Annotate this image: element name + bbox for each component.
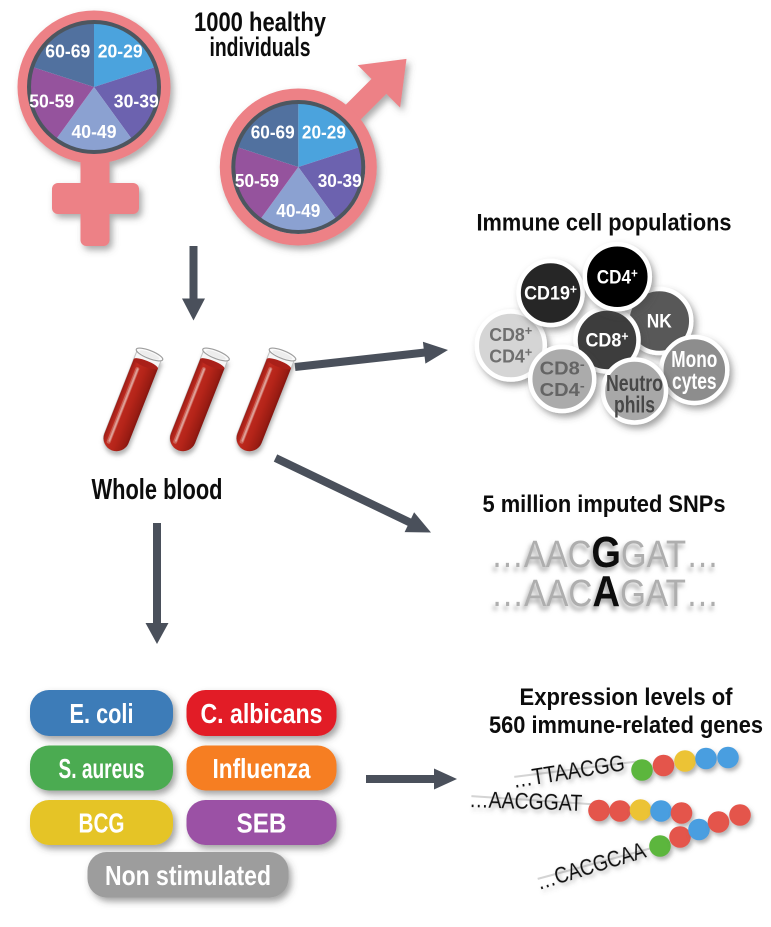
- svg-text:…AACGGAT…: …AACGGAT…: [491, 528, 719, 577]
- svg-text:CD4+: CD4+: [489, 345, 532, 367]
- svg-text:CD4-: CD4-: [540, 378, 585, 400]
- svg-text:CD8+: CD8+: [586, 329, 629, 352]
- svg-text:1000 healthy: 1000 healthy: [194, 7, 326, 37]
- svg-text:40-49: 40-49: [276, 201, 320, 221]
- svg-text:30-39: 30-39: [114, 90, 159, 111]
- svg-text:30-39: 30-39: [318, 171, 362, 191]
- svg-text:560 immune-related genes: 560 immune-related genes: [489, 712, 763, 739]
- svg-text:40-49: 40-49: [72, 121, 117, 142]
- svg-text:C. albicans: C. albicans: [201, 698, 323, 729]
- svg-text:phils: phils: [614, 391, 655, 417]
- svg-text:CD19+: CD19+: [524, 282, 577, 305]
- svg-text:BCG: BCG: [79, 808, 125, 839]
- svg-text:CD4+: CD4+: [597, 265, 638, 288]
- svg-text:SEB: SEB: [237, 808, 287, 839]
- svg-text:NK: NK: [647, 312, 672, 333]
- svg-text:CD8+: CD8+: [489, 323, 532, 345]
- svg-text:…AACAGAT…: …AACAGAT…: [491, 567, 719, 616]
- svg-text:60-69: 60-69: [45, 41, 90, 62]
- svg-text:E. coli: E. coli: [70, 698, 134, 729]
- svg-text:Non stimulated: Non stimulated: [105, 860, 271, 891]
- svg-text:Whole blood: Whole blood: [92, 474, 223, 506]
- svg-text:CD8-: CD8-: [540, 357, 585, 379]
- svg-text:50-59: 50-59: [235, 171, 279, 191]
- svg-text:Mono: Mono: [671, 346, 717, 372]
- svg-text:5 million imputed SNPs: 5 million imputed SNPs: [483, 491, 726, 518]
- svg-text:20-29: 20-29: [98, 41, 143, 62]
- svg-text:…AACGGAT: …AACGGAT: [469, 786, 583, 816]
- svg-text:cytes: cytes: [672, 368, 717, 394]
- svg-text:Neutro: Neutro: [606, 370, 663, 396]
- svg-text:60-69: 60-69: [251, 122, 295, 142]
- svg-text:20-29: 20-29: [302, 122, 346, 142]
- svg-text:Immune cell populations: Immune cell populations: [477, 210, 732, 237]
- svg-text:S. aureus: S. aureus: [59, 753, 145, 784]
- svg-text:Influenza: Influenza: [213, 753, 311, 784]
- svg-text:50-59: 50-59: [29, 90, 74, 111]
- svg-text:individuals: individuals: [210, 32, 311, 62]
- svg-text:Expression levels of: Expression levels of: [520, 684, 734, 711]
